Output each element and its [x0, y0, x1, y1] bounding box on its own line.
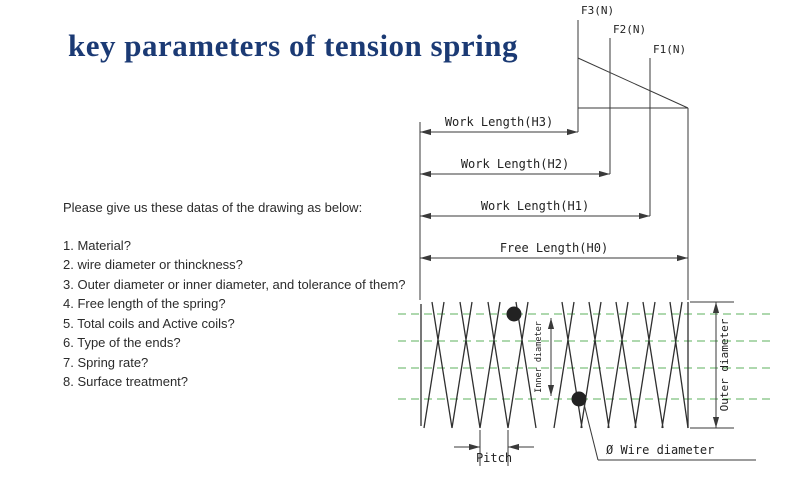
note-item: 2. wire diameter or thinckness? — [63, 257, 243, 272]
outer-diameter-label: Outer diameter — [718, 318, 731, 411]
wire-cross-section-top — [506, 306, 522, 322]
note-item: 1. Material? — [63, 237, 131, 253]
page-title: key parameters of tension spring — [68, 28, 518, 63]
centerlines — [398, 313, 770, 400]
note-item: 3. Outer diameter or inner diameter, and… — [63, 276, 406, 292]
drawing-notes: Please give us these datas of the drawin… — [63, 198, 411, 392]
outer-diameter-dimension: Outer diameter — [690, 301, 734, 429]
note-item: 4. Free length of the spring? — [63, 296, 226, 311]
free-length-h0-label: Free Length(H0) — [500, 241, 608, 255]
pitch-dimension: Pitch — [454, 430, 534, 466]
wire-cross-section-bottom — [571, 391, 587, 407]
wire-diameter-label: Ø Wire diameter — [606, 443, 714, 457]
inner-diameter-label: Inner diameter — [534, 321, 544, 393]
inner-diameter-dimension: Inner diameter — [534, 318, 555, 396]
pitch-label: Pitch — [476, 451, 512, 465]
notes-intro: Please give us these datas of the drawin… — [63, 200, 363, 215]
length-dimensions: Work Length(H3) Work Length(H2) Work Len… — [419, 115, 688, 300]
note-item: 6. Type of the ends? — [63, 335, 181, 350]
work-length-h1-label: Work Length(H1) — [481, 199, 589, 213]
force-triangle: F3(N) F2(N) F1(N) — [577, 4, 689, 300]
note-item: 7. Spring rate? — [63, 354, 149, 370]
note-item: 8. Surface treatment? — [63, 374, 189, 389]
force-f1-label: F1(N) — [653, 43, 686, 56]
note-item: 5. Total coils and Active coils? — [63, 315, 235, 331]
wire-diameter-callout: Ø Wire diameter — [583, 403, 756, 461]
force-f3-label: F3(N) — [581, 4, 614, 17]
work-length-h2-label: Work Length(H2) — [461, 157, 569, 171]
spring-coil-drawing — [420, 301, 689, 429]
force-f2-label: F2(N) — [613, 23, 646, 36]
work-length-h3-label: Work Length(H3) — [445, 115, 553, 129]
